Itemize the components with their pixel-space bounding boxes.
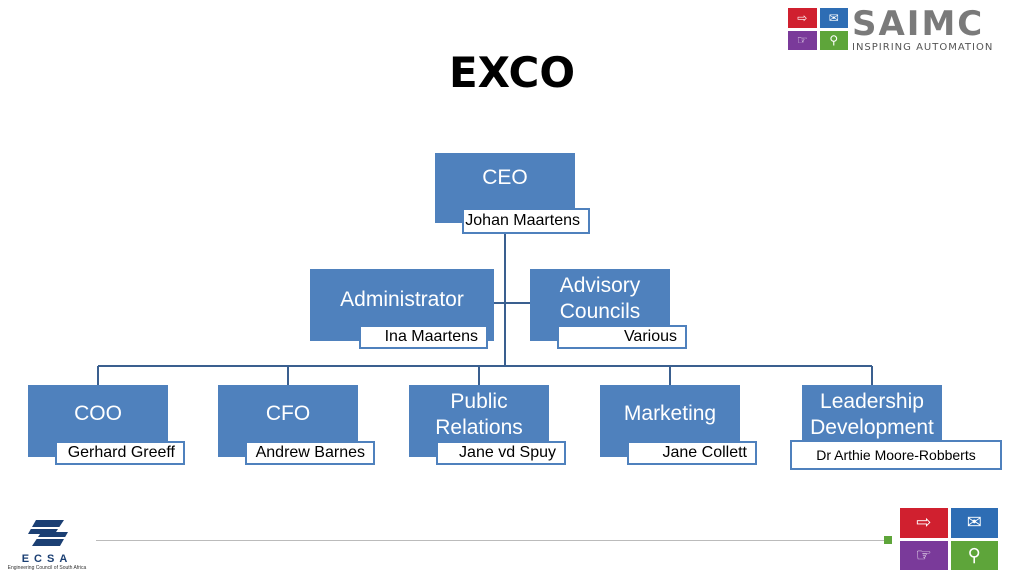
administrator-role: Administrator <box>340 288 464 311</box>
ceo-role: CEO <box>482 166 528 189</box>
purple-hand-icon: ☞ <box>788 30 817 50</box>
pr-role-line1: Public <box>450 390 508 413</box>
red-arrows-icon: ⇨ <box>900 508 948 538</box>
saimc-logo-tiles: ⇨ ✉ ☞ ⚲ <box>788 8 848 50</box>
leadership-name: Dr Arthie Moore-Robberts <box>790 440 1002 470</box>
administrator-name: Ina Maartens <box>359 325 488 349</box>
cfo-role: CFO <box>265 402 311 425</box>
coo-role: COO <box>74 402 122 425</box>
ecsa-wordmark: ECSA <box>21 553 73 565</box>
leadership-role-line2: Development <box>810 416 934 439</box>
coo-name: Gerhard Greeff <box>55 441 185 465</box>
ecsa-subtitle: Engineering Council of South Africa <box>7 565 87 571</box>
blue-envelope-icon: ✉ <box>819 8 848 28</box>
marketing-role: Marketing <box>623 402 717 425</box>
ecsa-logo: ECSA Engineering Council of South Africa <box>6 518 88 571</box>
page-title: EXCO <box>448 48 576 97</box>
marketing-name: Jane Collett <box>627 441 757 465</box>
ecsa-emblem-icon <box>24 520 70 546</box>
red-arrows-icon: ⇨ <box>788 8 817 28</box>
green-key-icon: ⚲ <box>819 30 848 50</box>
footer-marker <box>884 536 892 544</box>
saimc-footer-logo-tiles: ⇨ ✉ ☞ ⚲ <box>900 508 998 570</box>
advisory-role-line1: Advisory <box>559 274 641 297</box>
pr-role-line2: Relations <box>435 416 523 439</box>
purple-hand-icon: ☞ <box>900 540 948 570</box>
pr-name: Jane vd Spuy <box>436 441 566 465</box>
leadership-role-line1: Leadership <box>820 390 924 413</box>
footer-divider <box>96 540 884 541</box>
saimc-wordmark: SAIMC <box>852 4 985 44</box>
blue-envelope-icon: ✉ <box>950 508 998 538</box>
advisory-name: Various <box>557 325 687 349</box>
saimc-tagline: INSPIRING AUTOMATION <box>852 42 994 53</box>
advisory-role-line2: Councils <box>559 300 641 323</box>
saimc-logo-text: SAIMC INSPIRING AUTOMATION <box>852 6 993 54</box>
green-key-icon: ⚲ <box>950 540 998 570</box>
cfo-name: Andrew Barnes <box>245 441 375 465</box>
ceo-name: Johan Maartens <box>462 208 590 234</box>
